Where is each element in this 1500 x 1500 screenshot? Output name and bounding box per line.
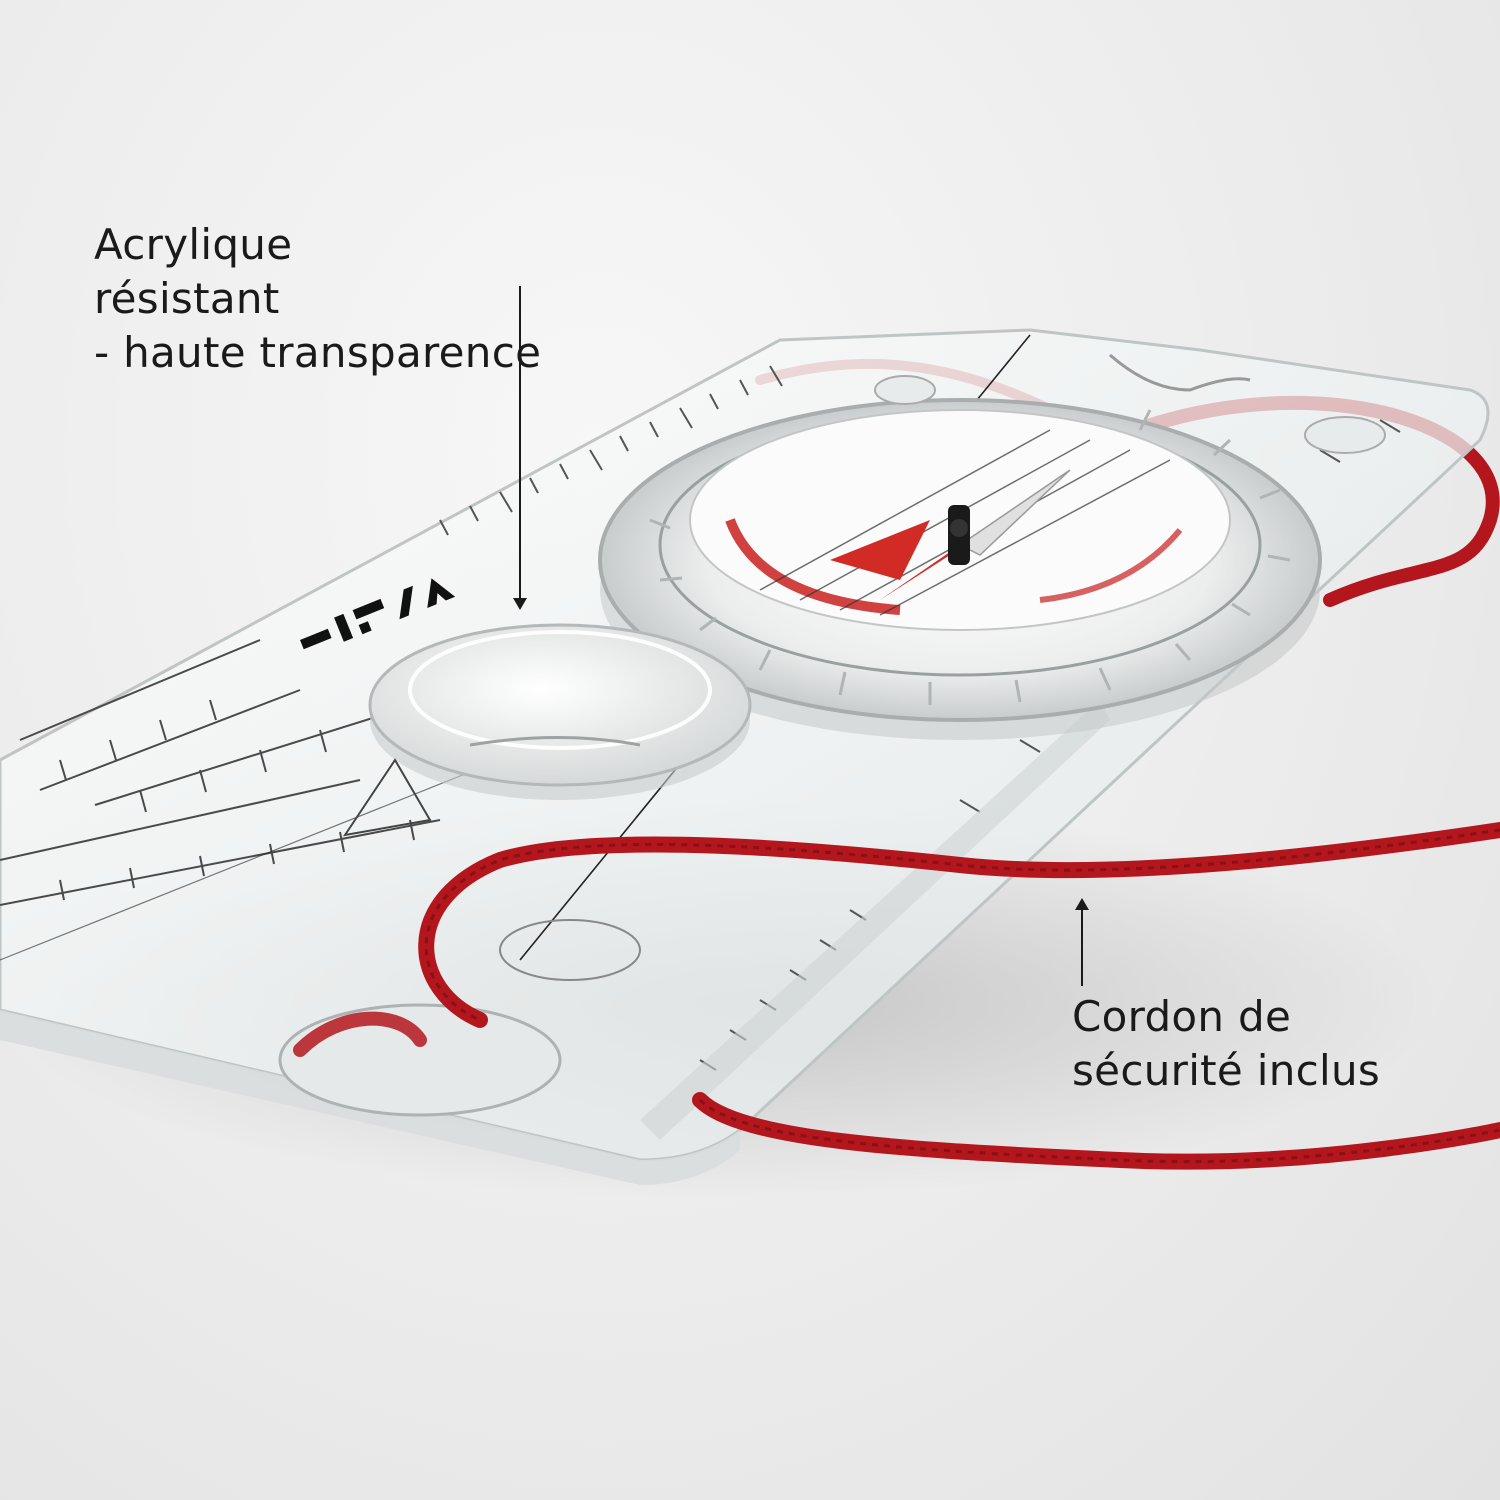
cord-hole xyxy=(278,1003,562,1117)
silva-logo xyxy=(300,578,456,650)
cord-middle-loop xyxy=(418,822,1500,1028)
sighting-triangle xyxy=(342,758,432,837)
acrylic-pointer-arrow xyxy=(513,286,527,610)
needle-north xyxy=(880,545,960,600)
callout-line: Acrylique xyxy=(94,220,293,269)
cord-pointer-arrow xyxy=(1075,898,1089,986)
orienting-arrow xyxy=(830,520,930,580)
cord-callout: Cordon de sécurité inclus xyxy=(1072,990,1380,1098)
callout-line: résistant xyxy=(94,274,280,323)
magnifier-lens xyxy=(368,623,752,787)
ruler-ticks-top xyxy=(439,365,783,536)
bezel-knurl xyxy=(649,409,1291,705)
callout-line: Cordon de xyxy=(1072,992,1292,1041)
acrylic-callout: Acrylique résistant - haute transparence xyxy=(94,218,541,380)
callout-line: sécurité inclus xyxy=(1072,1046,1381,1095)
callout-line: - haute transparence xyxy=(94,328,542,377)
